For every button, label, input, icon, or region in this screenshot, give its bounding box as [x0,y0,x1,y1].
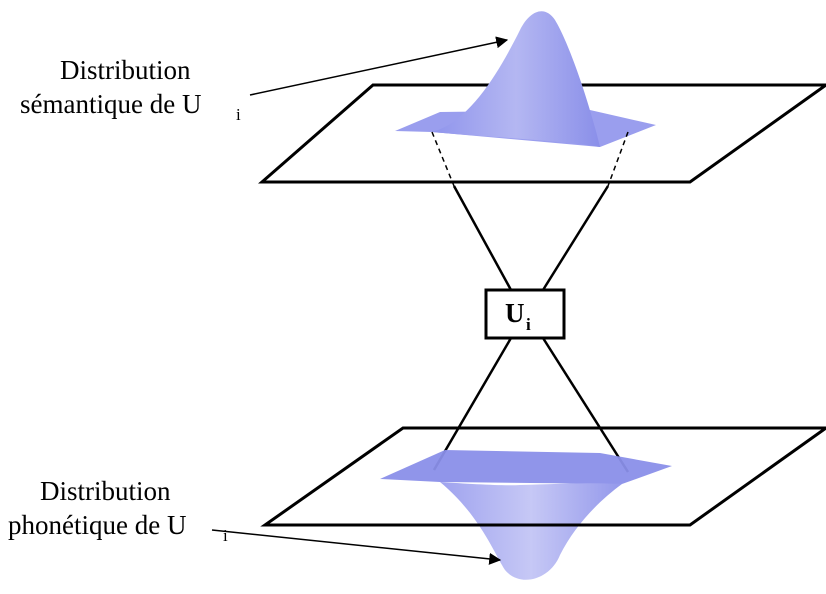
semantic-label-line1: Distribution [60,55,191,85]
connector-top-left [452,185,513,291]
center-node-label: U [505,298,525,328]
center-node-box [484,288,566,340]
connector-top-right [541,185,610,291]
connector-bottom-right [541,337,630,473]
phonetic-arrow [211,529,502,565]
semantic-distribution-peak [432,11,600,147]
semantic-arrow [249,36,509,96]
dashed-line-right [607,131,629,187]
bottom-plane [260,426,826,527]
semantic-label-subscript: i [236,105,241,124]
phonetic-label-line2: phonétique de U [8,510,186,540]
phonetic-label-line1: Distribution [40,476,171,506]
center-node-subscript: i [526,315,531,334]
phonetic-distribution-base [380,450,672,484]
semantic-label-line2: sémantique de U [20,89,201,119]
phonetic-label-subscript: i [223,526,228,545]
dashed-line-left [431,131,455,187]
top-plane [258,83,826,184]
phonetic-distribution-peak [440,482,622,580]
connector-bottom-left [432,337,513,471]
